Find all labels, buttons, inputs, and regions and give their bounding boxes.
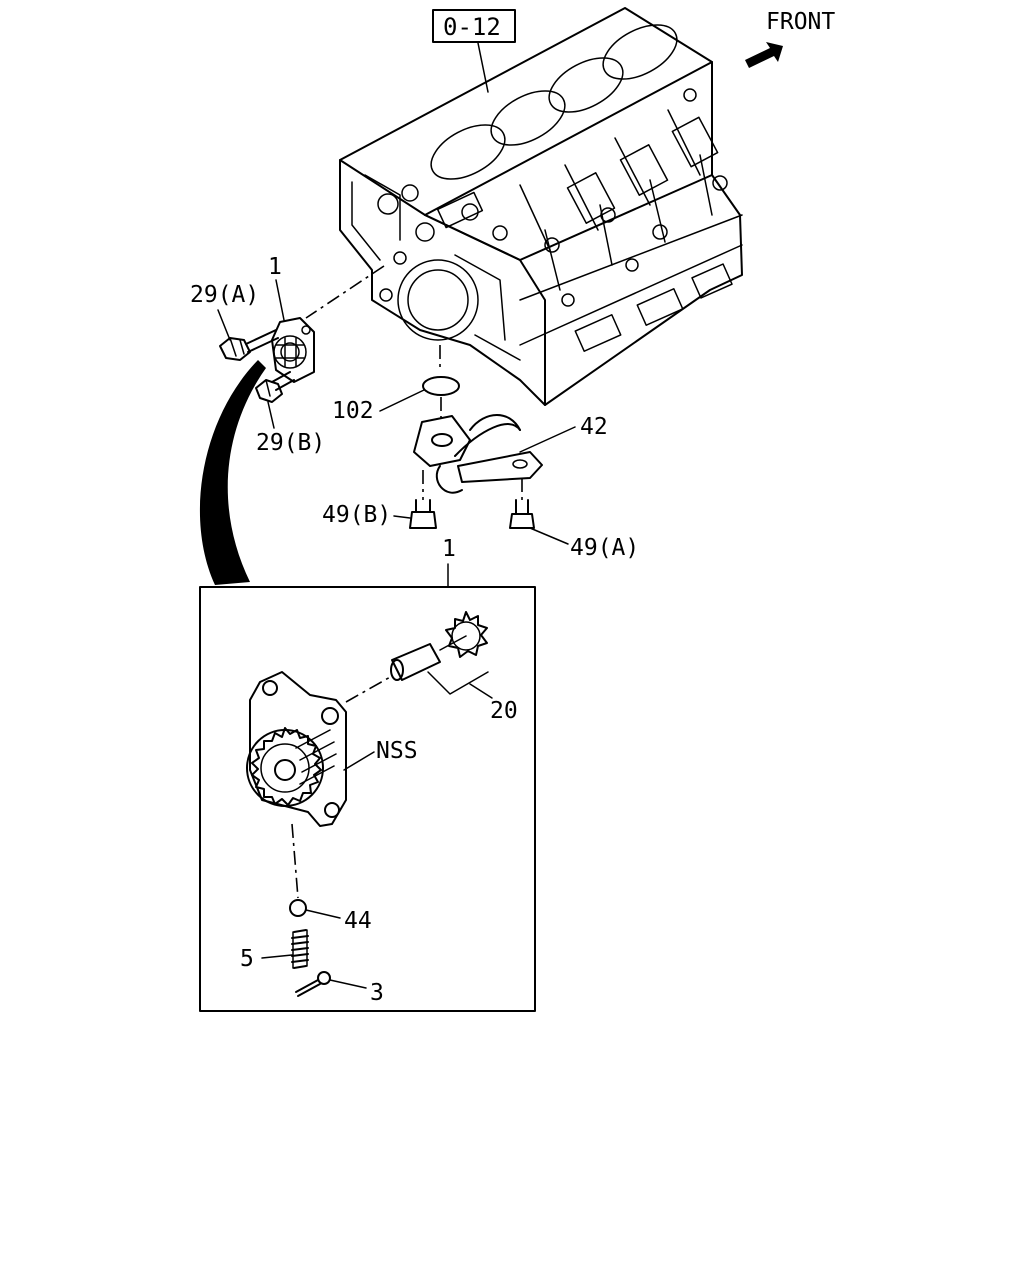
label-part-29b: 29(B) bbox=[256, 430, 325, 456]
engine-block bbox=[339, 7, 743, 406]
cotter-pin-3 bbox=[295, 971, 331, 997]
shaft-and-gear-20 bbox=[390, 611, 488, 681]
front-arrow-icon bbox=[745, 42, 783, 68]
o-ring-102 bbox=[422, 345, 460, 420]
reference-box-label: 0-12 bbox=[443, 13, 501, 41]
oil-strainer-42 bbox=[413, 414, 543, 494]
label-part-1-top: 1 bbox=[268, 254, 282, 280]
oil-pump-body-nss bbox=[246, 671, 347, 827]
label-part-49b: 49(B) bbox=[322, 502, 391, 528]
label-part-49a: 49(A) bbox=[570, 535, 639, 561]
oil-pump-assembly-small bbox=[271, 265, 385, 383]
spring-5 bbox=[291, 929, 309, 969]
label-part-1-detail: 1 bbox=[442, 536, 456, 562]
reference-box: 0-12 bbox=[432, 9, 516, 93]
bolt-49a bbox=[509, 478, 535, 529]
detail-frame bbox=[199, 586, 536, 1012]
bolt-29a bbox=[219, 329, 279, 361]
label-part-44: 44 bbox=[344, 908, 372, 934]
label-nss: NSS bbox=[376, 738, 418, 764]
label-part-3: 3 bbox=[370, 980, 384, 1006]
label-part-29a: 29(A) bbox=[190, 282, 259, 308]
bolt-29b bbox=[255, 371, 295, 403]
bolt-49b bbox=[409, 470, 437, 529]
front-label: FRONT bbox=[766, 9, 835, 35]
label-part-20: 20 bbox=[490, 698, 518, 724]
label-part-102: 102 bbox=[332, 398, 374, 424]
detail-callout-arrow bbox=[199, 360, 266, 585]
label-part-5: 5 bbox=[240, 946, 254, 972]
front-indicator: FRONT bbox=[745, 9, 835, 68]
ball-44 bbox=[289, 899, 307, 917]
label-part-42: 42 bbox=[580, 414, 608, 440]
